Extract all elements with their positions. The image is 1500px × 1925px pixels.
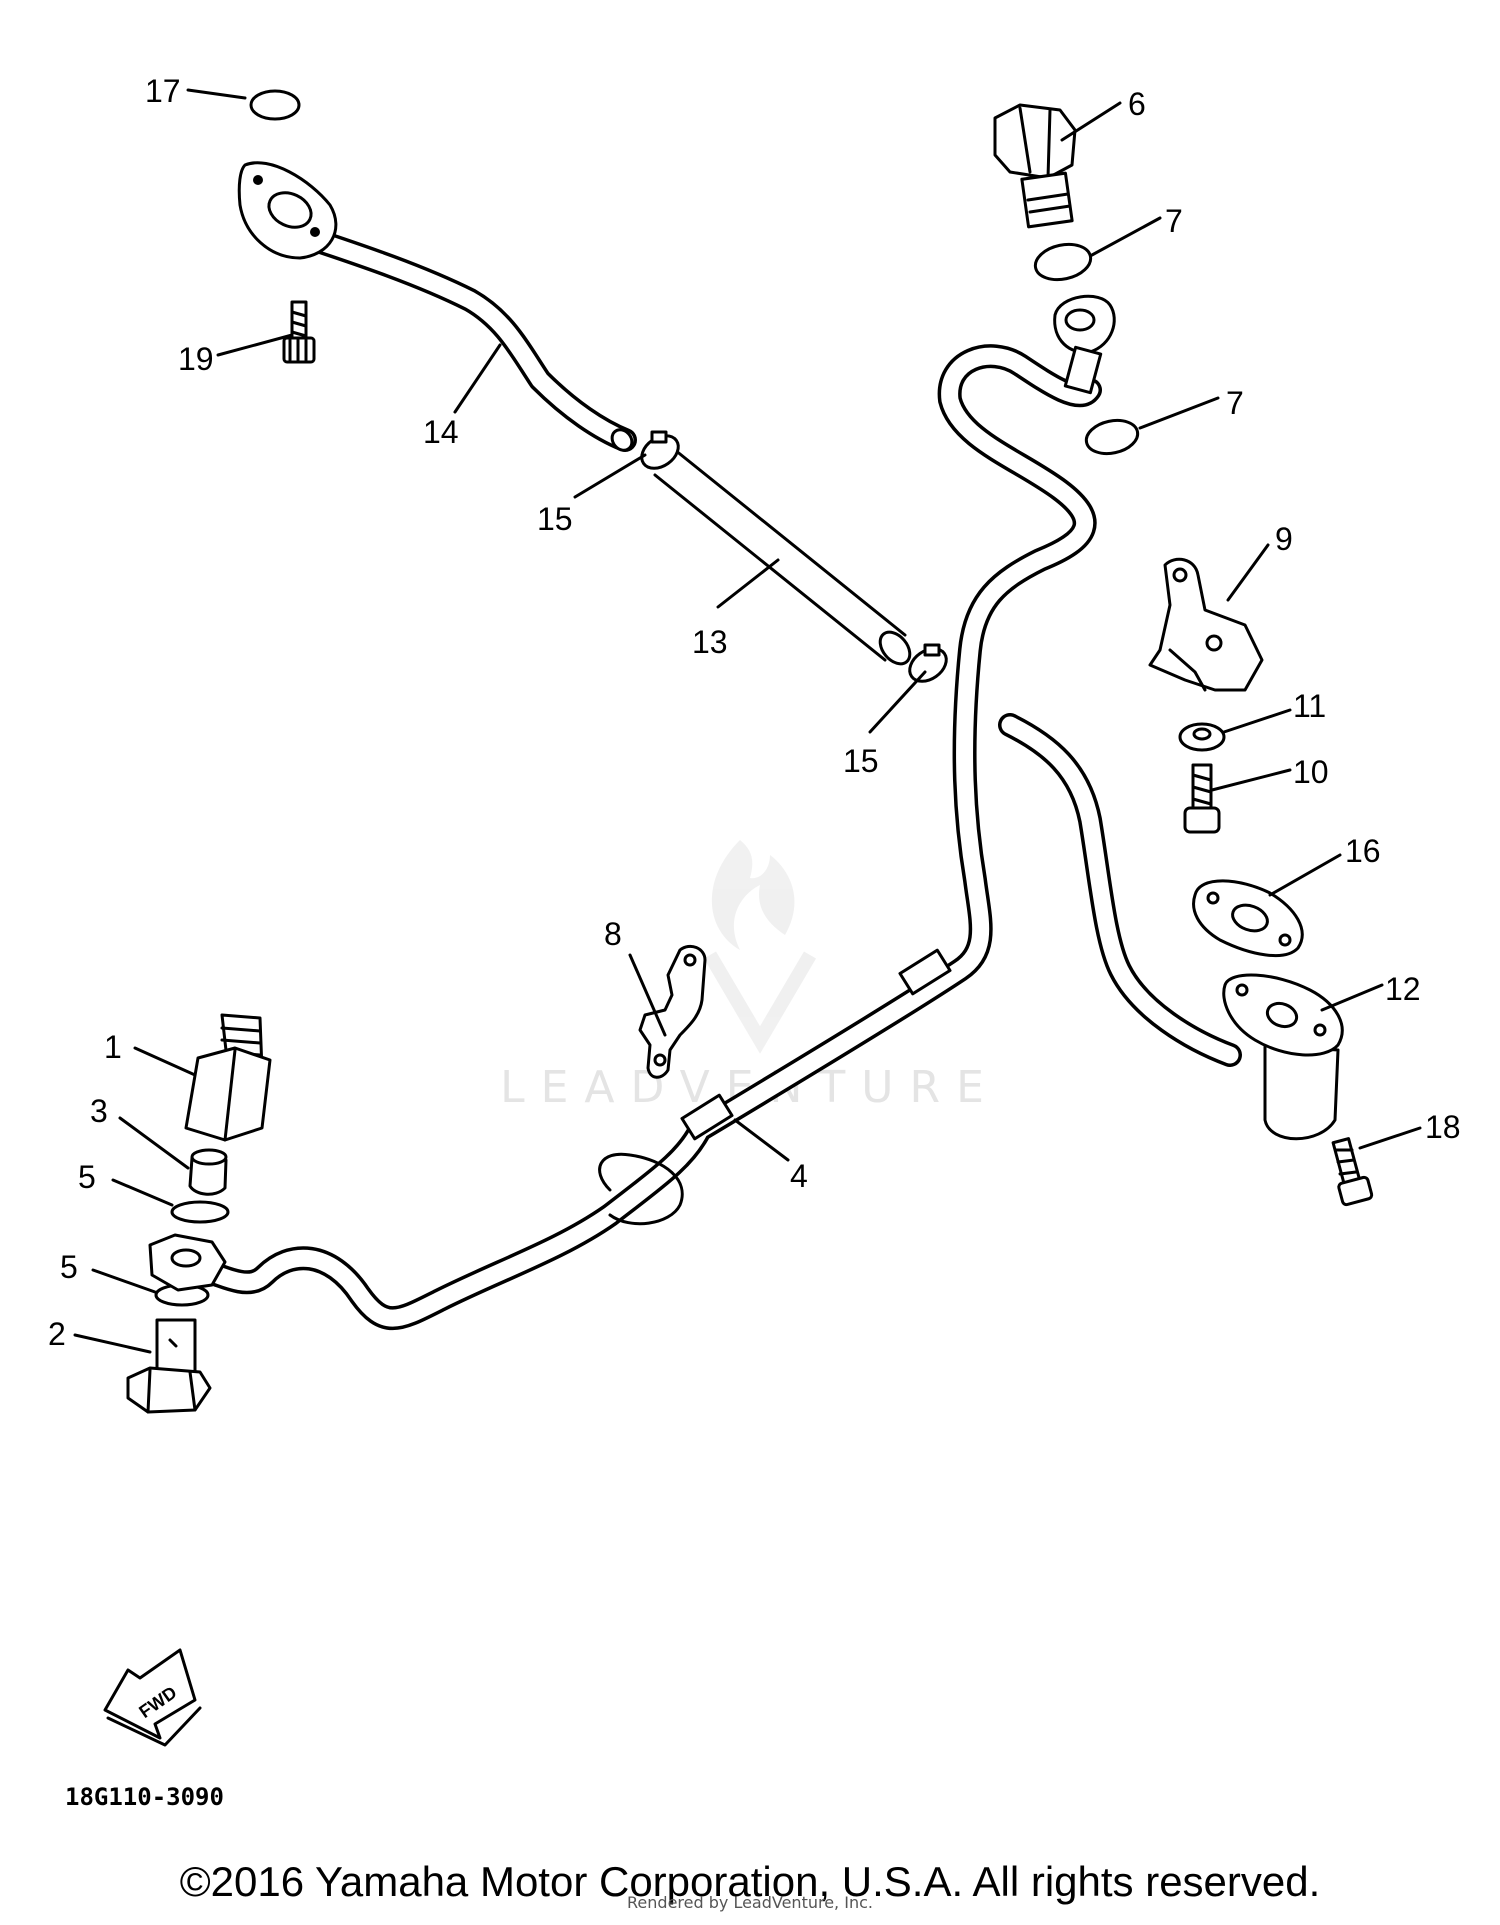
callout-5a: 5 bbox=[78, 1159, 96, 1195]
callout-13: 13 bbox=[692, 624, 728, 660]
screw-19 bbox=[282, 300, 316, 364]
bolt-6 bbox=[993, 103, 1077, 229]
callout-3: 3 bbox=[90, 1093, 108, 1129]
washer-11 bbox=[1178, 722, 1226, 752]
callout-15b: 15 bbox=[843, 743, 879, 779]
callout-12: 12 bbox=[1385, 971, 1421, 1007]
callout-4: 4 bbox=[790, 1158, 808, 1194]
callout-7a: 7 bbox=[1165, 203, 1183, 239]
callout-17: 17 bbox=[145, 73, 181, 109]
banjo-fitting bbox=[148, 1233, 227, 1292]
watermark-logo bbox=[703, 840, 817, 1054]
clip-8 bbox=[638, 944, 707, 1079]
union-fitting-top bbox=[1053, 294, 1116, 395]
cap-3 bbox=[188, 1148, 228, 1196]
callout-14: 14 bbox=[423, 414, 459, 450]
tube-14 bbox=[237, 161, 637, 452]
washer-7-lower bbox=[1084, 418, 1140, 456]
rendered-by-note: Rendered by LeadVenture, Inc. bbox=[627, 1893, 873, 1912]
washer-7-upper bbox=[1033, 242, 1093, 282]
callout-9: 9 bbox=[1275, 521, 1293, 557]
callout-5b: 5 bbox=[60, 1249, 78, 1285]
callout-2: 2 bbox=[48, 1316, 66, 1352]
callout-15a: 15 bbox=[537, 501, 573, 537]
callout-8: 8 bbox=[604, 916, 622, 952]
callout-7b: 7 bbox=[1226, 385, 1244, 421]
fwd-arrow-icon: FWD bbox=[103, 1648, 202, 1747]
screw-18 bbox=[1331, 1137, 1374, 1207]
tube-12 bbox=[998, 713, 1242, 1067]
clamp-15-lower bbox=[908, 643, 948, 683]
clamp-15-upper bbox=[640, 430, 680, 470]
callout-10: 10 bbox=[1293, 754, 1329, 790]
bolt-2 bbox=[126, 1318, 212, 1414]
leader-lines bbox=[73, 88, 1422, 1354]
callout-18: 18 bbox=[1425, 1109, 1461, 1145]
oring-17 bbox=[249, 89, 301, 121]
drawing-code: 18G110-3090 bbox=[65, 1783, 224, 1811]
callout-16: 16 bbox=[1345, 833, 1381, 869]
hose-13 bbox=[653, 448, 912, 666]
fitting-1 bbox=[184, 1013, 272, 1142]
bracket-9 bbox=[1148, 557, 1264, 692]
oring-5-upper bbox=[170, 1200, 230, 1224]
flange-12 bbox=[1222, 973, 1344, 1141]
callout-11: 11 bbox=[1293, 688, 1326, 724]
callout-6: 6 bbox=[1128, 86, 1146, 122]
callouts: 1 2 3 4 5 5 6 7 7 8 9 10 11 12 13 14 15 … bbox=[48, 73, 1461, 1352]
callout-19: 19 bbox=[178, 341, 214, 377]
tube-4 bbox=[173, 344, 1102, 1331]
callout-1: 1 bbox=[104, 1029, 122, 1065]
gasket-16 bbox=[1192, 879, 1304, 958]
bolt-10 bbox=[1183, 763, 1221, 834]
copyright-notice: ©2016 Yamaha Motor Corporation, U.S.A. A… bbox=[179, 1858, 1321, 1905]
